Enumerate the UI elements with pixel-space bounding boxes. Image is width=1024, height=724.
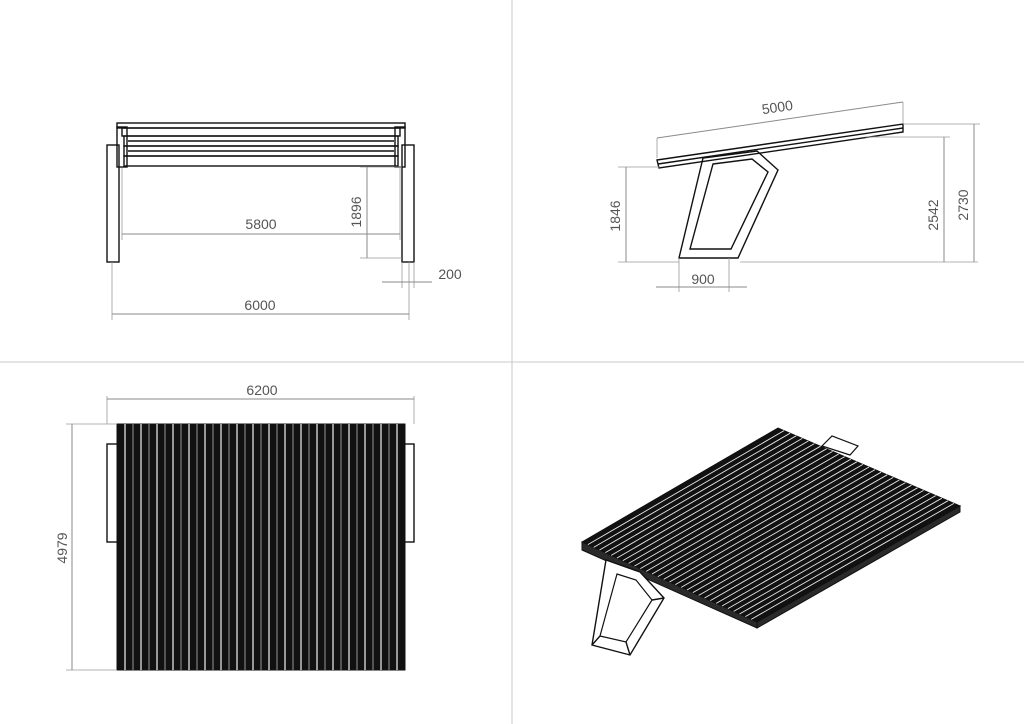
iso-roof-slat-line [605, 438, 803, 554]
iso-roof-slat-line [669, 466, 870, 583]
iso-back-bracket [820, 435, 860, 456]
iso-roof-slat-line [750, 503, 955, 620]
side-roof-panel [656, 123, 904, 169]
iso-roof-slat-line [721, 490, 924, 607]
side-support-frame-inner [689, 158, 769, 250]
iso-roof-slat-line [710, 484, 912, 602]
front-left-post [106, 144, 120, 263]
iso-roof-slat-line [599, 435, 797, 551]
front-left-bracket [116, 126, 128, 168]
iso-roof-slat-line [616, 443, 815, 559]
iso-roof-slat-line [657, 461, 858, 578]
dim-base-width: 900 [691, 271, 715, 287]
front-right-post [401, 144, 415, 263]
dim-width: 6200 [246, 382, 277, 398]
dim-inner-height: 2542 [925, 199, 941, 230]
front-roof-slat [121, 127, 401, 137]
dim-line-5000 [656, 101, 904, 139]
iso-support-frame-inner [599, 573, 653, 643]
iso-roof-slat-line [680, 471, 882, 588]
iso-roof-slat-line [651, 458, 852, 575]
iso-roof-slat-line [704, 482, 906, 599]
dim-height: 1896 [348, 196, 364, 227]
iso-roof-slat-line [686, 474, 888, 591]
iso-roof-slat-line [675, 469, 876, 586]
dim-total-height: 2730 [955, 189, 971, 220]
iso-roof-slat-line [593, 432, 791, 548]
iso-roof-slat-line [628, 448, 827, 564]
dim-post-width: 200 [438, 266, 462, 282]
side-support-frame-outer [678, 150, 779, 259]
front-roof-slat [123, 155, 399, 167]
iso-roof-slat-line [745, 500, 949, 618]
iso-roof-slat-line [587, 430, 785, 546]
iso-roof-side-edge [756, 505, 961, 629]
iso-roof-slat-line [727, 492, 930, 610]
iso-roof-slat-line [640, 453, 839, 570]
iso-roof-slat-line [622, 445, 821, 562]
dim-length-outer: 6000 [244, 297, 275, 313]
side-view: 5000 1846 2542 2730 900 [607, 97, 980, 292]
iso-roof-slat-line [733, 495, 936, 612]
dim-depth: 4979 [54, 532, 70, 563]
iso-roof-slat-line [698, 479, 900, 596]
dim-front-height: 1846 [607, 200, 623, 231]
iso-roof-slat-line [610, 440, 809, 556]
isometric-view [580, 427, 962, 656]
iso-roof-slat-line [634, 451, 833, 567]
side-roof-edge [657, 127, 904, 165]
iso-roof-slat-line [645, 456, 845, 572]
dim-roof-length: 5000 [761, 97, 794, 117]
iso-roof-slat-line [692, 477, 894, 594]
iso-roof-slat-line [715, 487, 918, 604]
top-roof-slats [124, 424, 398, 670]
iso-roof-slats [587, 430, 955, 620]
front-view: 5800 6000 1896 200 [106, 122, 462, 320]
top-view: 6200 4979 [54, 382, 415, 671]
iso-roof-slat-line [663, 464, 864, 580]
iso-roof-slat-line [739, 497, 943, 615]
dim-length-inner: 5800 [245, 216, 276, 232]
front-roof-top-slat [116, 122, 406, 129]
